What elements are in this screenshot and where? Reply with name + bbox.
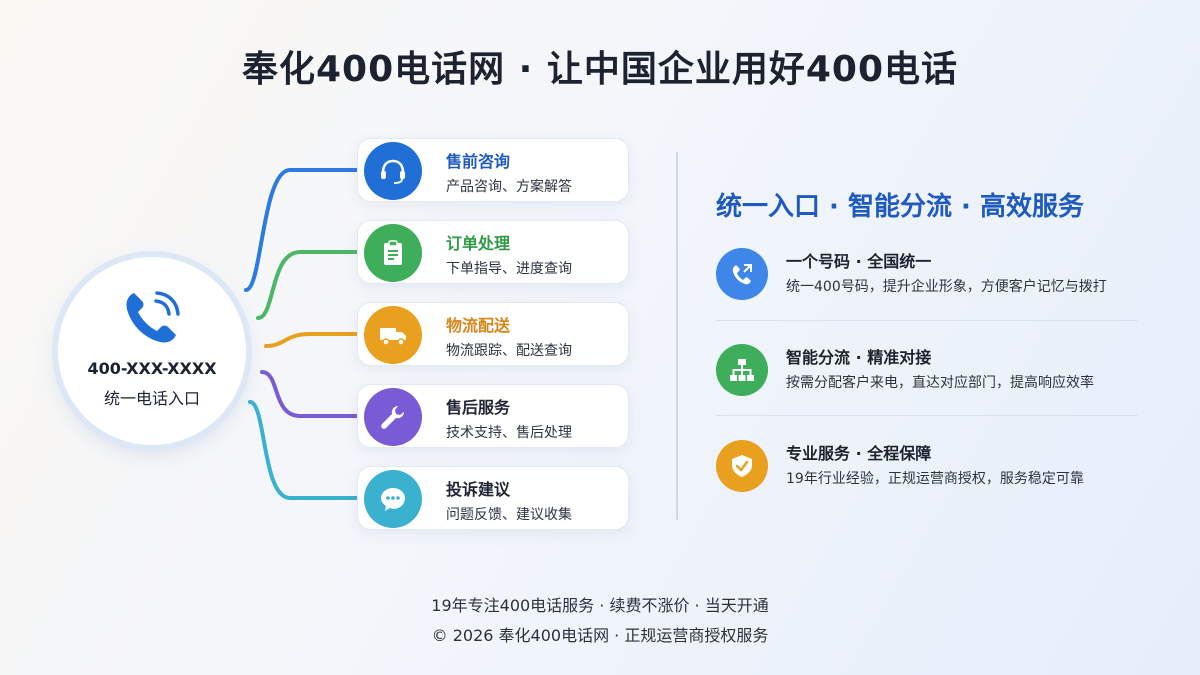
page-title: 奉化400电话网 · 让中国企业用好400电话 [241,49,959,90]
feature-separator [716,415,1138,416]
service-card-aftersales[interactable]: 售后服务 技术支持、售后处理 [357,384,629,448]
phone-call-icon [716,248,768,300]
feature-separator [716,320,1138,321]
feature-unified-number: 一个号码 · 全国统一 统一400号码，提升企业形象，方便客户记忆与拨打 [716,242,1141,314]
shield-check-icon [716,440,768,492]
feature-desc: 19年行业经验，正规运营商授权，服务稳定可靠 [786,471,1084,487]
feature-title: 专业服务 · 全程保障 [786,444,932,463]
phone-icon [126,291,180,343]
service-card-orders[interactable]: 订单处理 下单指导、进度查询 [357,220,629,284]
service-subtitle: 技术支持、售后处理 [446,425,572,441]
org-chart-icon [716,344,768,396]
right-panel-title: 统一入口 · 智能分流 · 高效服务 [716,192,1084,222]
feature-title: 智能分流 · 精准对接 [786,348,932,367]
footer-copyright: © 2026 奉化400电话网 · 正规运营商授权服务 [431,626,769,645]
hub-label: 统一电话入口 [103,389,200,408]
footer-tagline: 19年专注400电话服务 · 续费不涨价 · 当天开通 [431,596,769,615]
service-card-feedback[interactable]: 投诉建议 问题反馈、建议收集 [357,466,629,530]
service-subtitle: 问题反馈、建议收集 [446,507,572,523]
vertical-divider [676,152,678,520]
clipboard-icon [364,224,422,282]
service-subtitle: 物流跟踪、配送查询 [446,343,572,359]
service-title: 订单处理 [446,234,511,253]
service-title: 售后服务 [446,398,511,417]
hub-circle: 400-XXX-XXXX 统一电话入口 [58,257,246,445]
feature-smart-routing: 智能分流 · 精准对接 按需分配客户来电，直达对应部门，提高响应效率 [716,338,1141,410]
service-card-logistics[interactable]: 物流配送 物流跟踪、配送查询 [357,302,629,366]
feature-desc: 统一400号码，提升企业形象，方便客户记忆与拨打 [786,279,1107,295]
wrench-icon [364,388,422,446]
service-title: 售前咨询 [446,152,511,171]
service-title: 物流配送 [446,316,511,335]
service-title: 投诉建议 [446,480,511,499]
hub-number: 400-XXX-XXXX [87,359,217,378]
feature-title: 一个号码 · 全国统一 [786,252,932,271]
chat-bubble-icon [364,470,422,528]
headset-icon [364,142,422,200]
service-subtitle: 下单指导、进度查询 [446,261,572,277]
truck-icon [364,306,422,364]
service-subtitle: 产品咨询、方案解答 [446,179,572,195]
service-card-presales[interactable]: 售前咨询 产品咨询、方案解答 [357,138,629,202]
feature-professional-service: 专业服务 · 全程保障 19年行业经验，正规运营商授权，服务稳定可靠 [716,434,1141,506]
feature-desc: 按需分配客户来电，直达对应部门，提高响应效率 [786,375,1094,391]
